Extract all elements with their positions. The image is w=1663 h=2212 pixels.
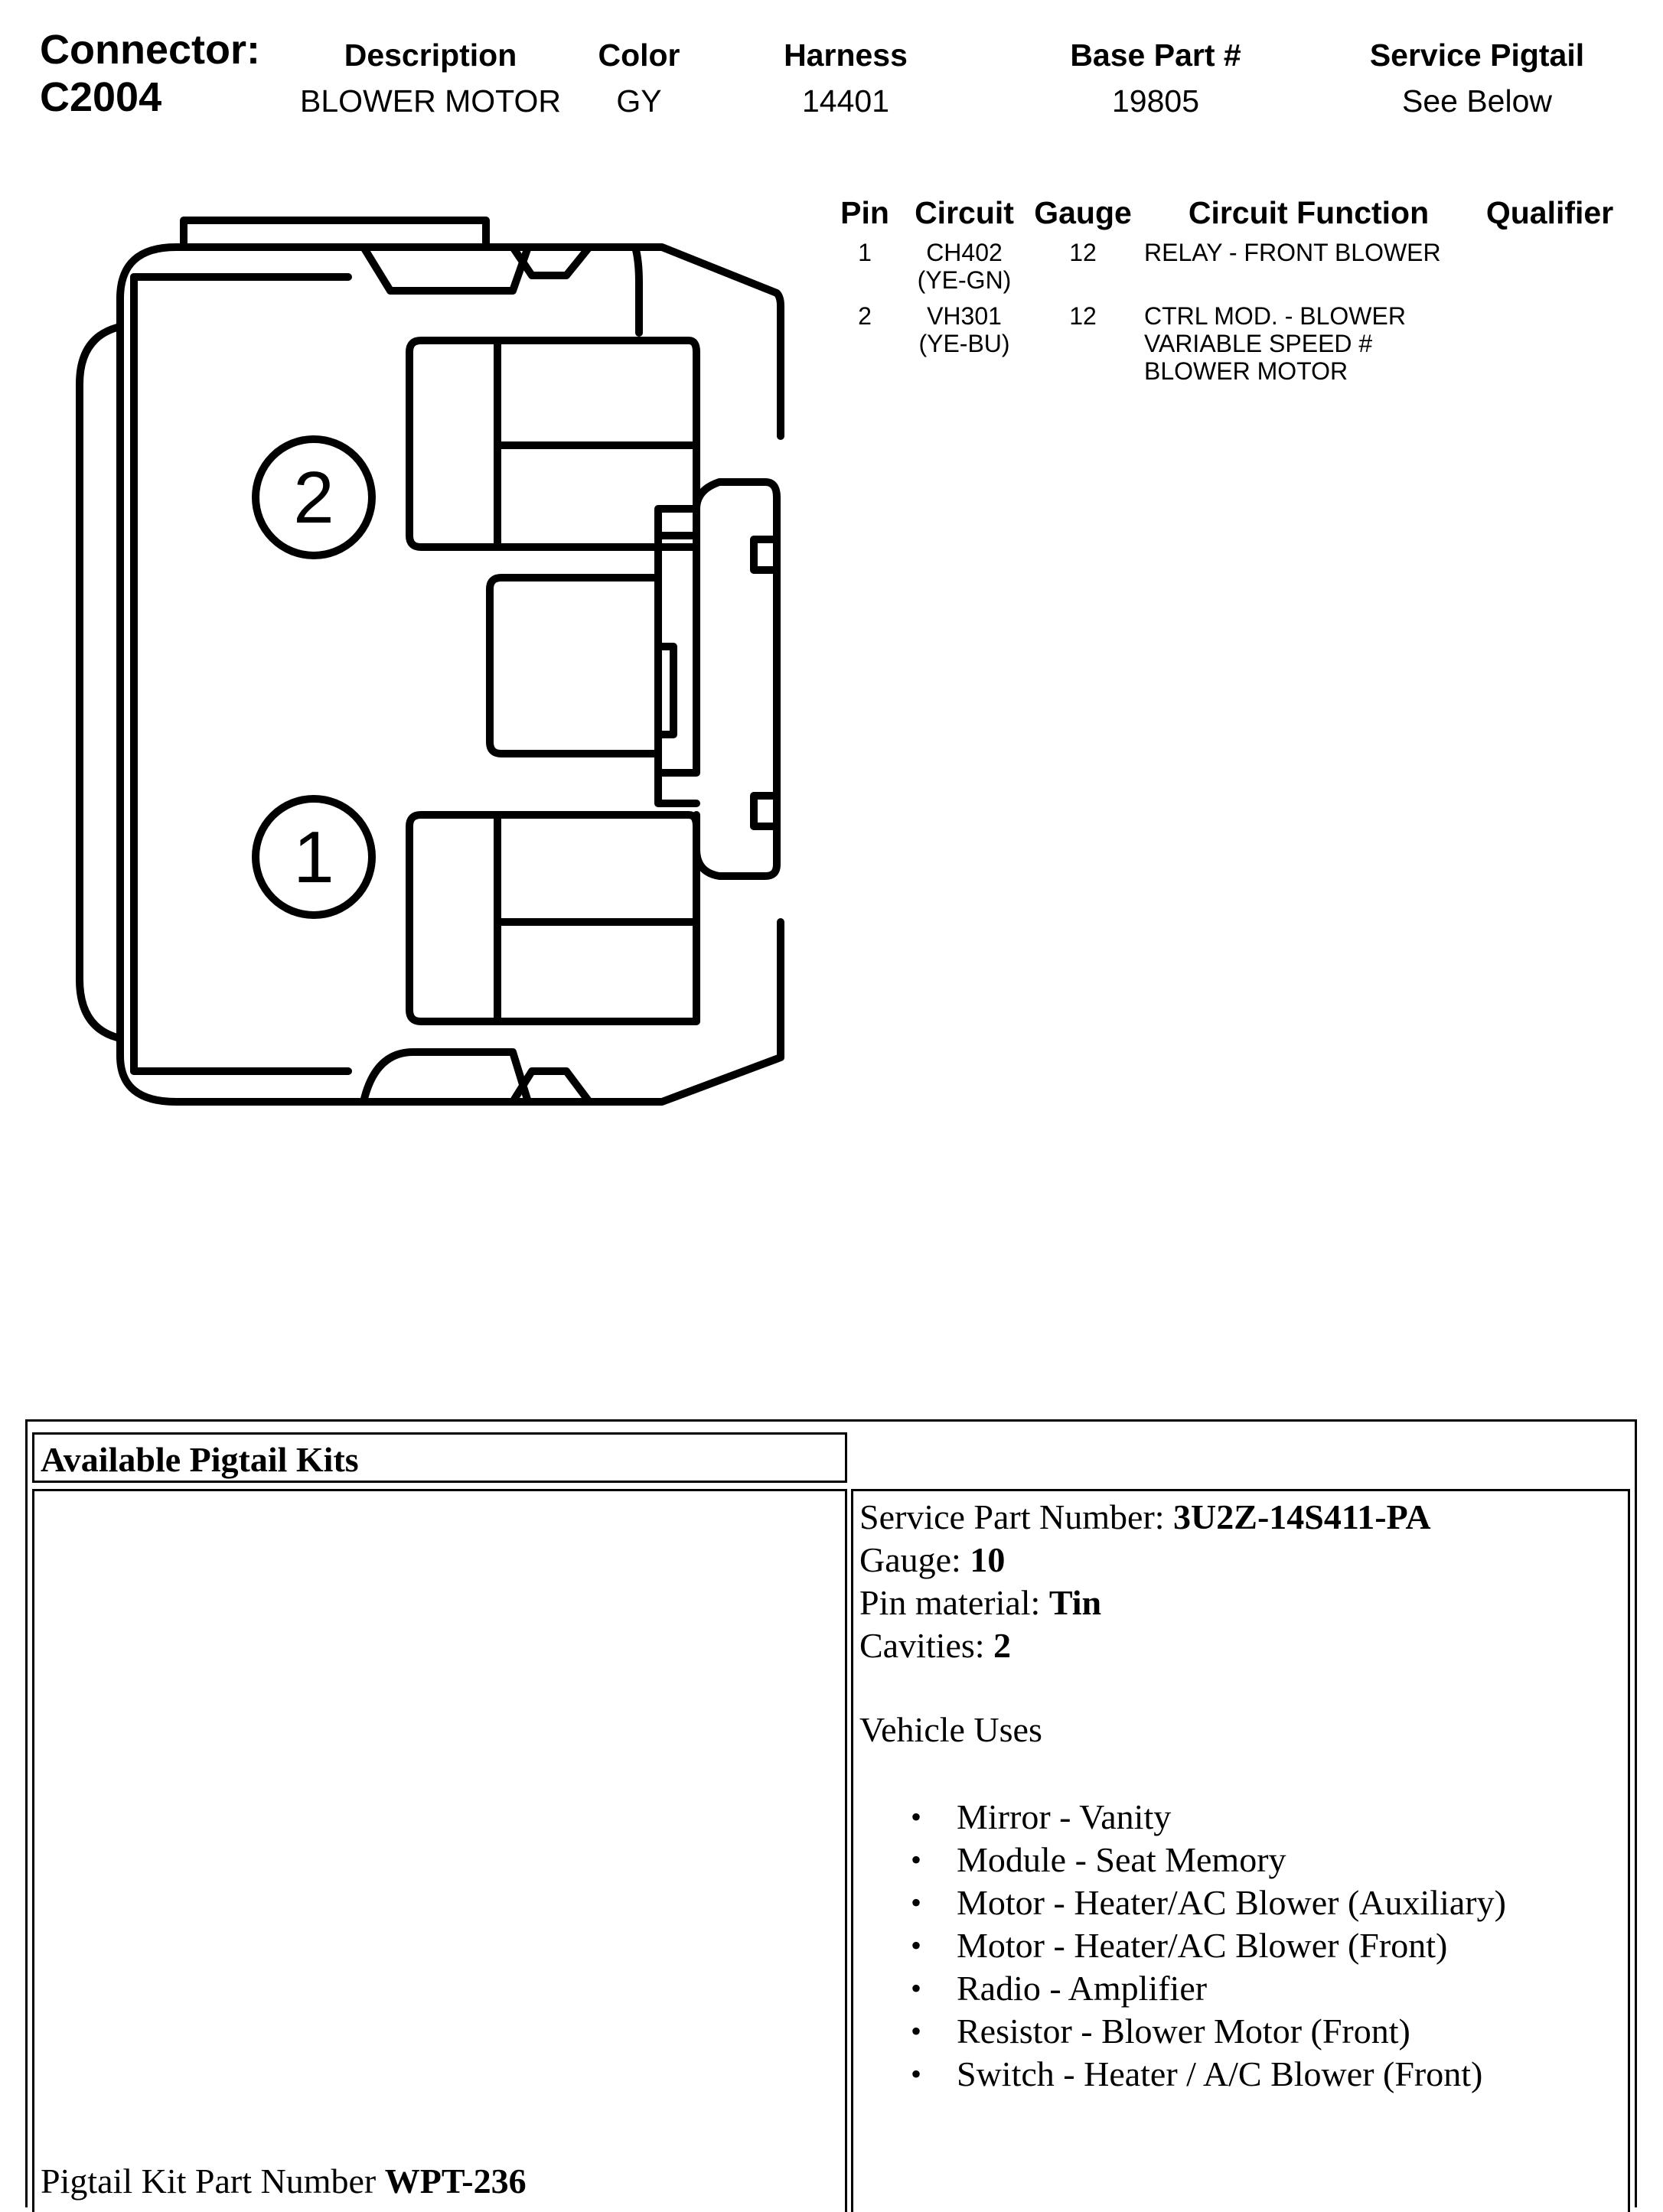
connector-id: C2004: [40, 74, 162, 120]
terminal-cavity-2: [406, 337, 700, 551]
pin-row-1-function: RELAY - FRONT BLOWER: [1144, 239, 1441, 266]
pin-table-header-function: Circuit Function: [1188, 195, 1430, 230]
pin-material: Pin material: Tin: [859, 1583, 1102, 1622]
bottom-latch-notch: [360, 1048, 532, 1106]
harness-label: Harness: [784, 37, 908, 73]
list-item: Motor - Heater/AC Blower (Front): [911, 1924, 1506, 1967]
connector-outline-bottom: [116, 295, 784, 1106]
connector-label: Connector:: [40, 27, 260, 73]
list-item: Module - Seat Memory: [911, 1839, 1506, 1881]
base-part-label: Base Part #: [1070, 37, 1241, 73]
connector-face-diagram: 2 1: [76, 217, 784, 1106]
vehicle-uses-list: Mirror - Vanity Module - Seat Memory Mot…: [911, 1796, 1506, 2096]
list-item: Resistor - Blower Motor (Front): [911, 2010, 1506, 2053]
list-item: Motor - Heater/AC Blower (Auxiliary): [911, 1881, 1506, 1924]
pin-1-circle: [252, 795, 376, 919]
pin-row-1-gauge: 12: [1069, 239, 1097, 266]
pigtail-info-cell: Service Part Number: 3U2Z-14S411-PA Gaug…: [851, 1489, 1630, 2212]
connector-outline-top: [116, 243, 784, 440]
pin-row-1-circuit-color: (YE-GN): [917, 266, 1012, 294]
color-value: GY: [616, 83, 662, 119]
pin-table-header-pin: Pin: [840, 195, 889, 230]
list-item: Radio - Amplifier: [911, 1967, 1506, 2010]
connector-top-lip: [180, 217, 490, 251]
service-pigtail-value: See Below: [1401, 83, 1552, 119]
service-part-number: Service Part Number: 3U2Z-14S411-PA: [859, 1497, 1431, 1536]
list-item: Mirror - Vanity: [911, 1796, 1506, 1839]
pin-row-2-pin: 2: [858, 302, 872, 330]
pigtail-title-cell: Available Pigtail Kits: [32, 1432, 847, 1483]
center-key: [486, 574, 662, 757]
description-value: BLOWER MOTOR: [300, 83, 561, 119]
pigtail-section-frame: [25, 1419, 1637, 2207]
connector-left-side: [76, 324, 121, 1041]
pin-table-header-circuit: Circuit: [915, 195, 1014, 230]
pin-1-label: 1: [293, 816, 334, 898]
pigtail-kit-number: Pigtail Kit Part Number WPT-236: [41, 2162, 527, 2201]
pin-row-2-gauge: 12: [1069, 302, 1097, 330]
pin-2-label: 2: [293, 457, 334, 539]
pin-row-1-pin: 1: [858, 239, 872, 266]
pin-row-2-circuit-color: (YE-BU): [918, 330, 1010, 357]
harness-value: 14401: [801, 83, 889, 119]
pin-row-2-function-line-3: BLOWER MOTOR: [1144, 357, 1348, 385]
top-latch-notch: [360, 243, 532, 295]
pigtail-image-cell: Pigtail Kit Part Number WPT-236: [32, 1489, 847, 2212]
list-item: Switch - Heater / A/C Blower (Front): [911, 2053, 1506, 2096]
pin-2-circle: [252, 435, 376, 559]
pin-row-2-function-line-1: CTRL MOD. - BLOWER: [1144, 302, 1406, 330]
vehicle-uses-label: Vehicle Uses: [859, 1710, 1042, 1749]
pin-table-header-qualifier: Qualifier: [1485, 195, 1614, 230]
right-tab: [693, 463, 781, 880]
pin-row-1-circuit: CH402: [926, 239, 1003, 266]
base-part-value: 19805: [1111, 83, 1199, 119]
description-label: Description: [344, 37, 517, 73]
pin-table-header-gauge: Gauge: [1034, 195, 1132, 230]
color-label: Color: [598, 37, 680, 73]
pigtail-gauge: Gauge: 10: [859, 1540, 1006, 1579]
pin-row-2-circuit: VH301: [927, 302, 1002, 330]
service-pigtail-label: Service Pigtail: [1369, 37, 1585, 73]
cavities: Cavities: 2: [859, 1626, 1012, 1665]
pin-row-2-function-line-2: VARIABLE SPEED #: [1144, 330, 1373, 357]
pigtail-title: Available Pigtail Kits: [41, 1440, 359, 1479]
